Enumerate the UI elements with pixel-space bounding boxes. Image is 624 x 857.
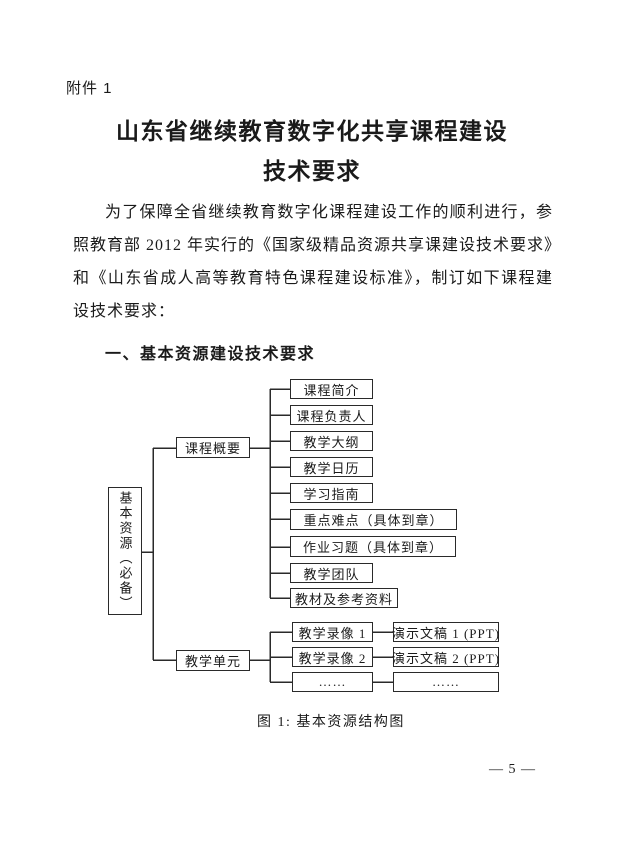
node-course-leader: 课程负责人 <box>290 405 373 425</box>
node-textbook-references: 教材及参考资料 <box>290 588 398 608</box>
node-presentation-more: …… <box>393 672 499 692</box>
document-title-line2: 技术要求 <box>263 159 361 184</box>
document-title-line1: 山东省继续教育数字化共享课程建设 <box>116 119 508 144</box>
node-presentation-2: 演示文稿 2 (PPT) <box>392 647 499 667</box>
node-teaching-unit: 教学单元 <box>176 650 250 671</box>
node-teaching-video-more: …… <box>292 672 373 692</box>
node-basic-resources-root: 基本资源（必备） <box>108 487 142 615</box>
node-study-guide: 学习指南 <box>290 483 373 503</box>
node-course-overview: 课程概要 <box>176 437 250 458</box>
page-number: — 5 — <box>489 762 536 777</box>
diagram-connector-lines <box>142 388 393 683</box>
document-title: 山东省继续教育数字化共享课程建设 技术要求 <box>0 112 624 192</box>
node-teaching-team: 教学团队 <box>290 563 373 583</box>
node-teaching-video-1: 教学录像 1 <box>292 622 373 642</box>
node-homework-exercises: 作业习题（具体到章） <box>290 536 456 557</box>
node-course-intro: 课程简介 <box>290 379 373 399</box>
node-teaching-video-2: 教学录像 2 <box>292 647 373 667</box>
attachment-label: 附件 1 <box>66 80 113 97</box>
node-key-difficulties: 重点难点（具体到章） <box>290 509 457 530</box>
node-teaching-calendar: 教学日历 <box>290 457 373 477</box>
node-teaching-syllabus: 教学大纲 <box>290 431 373 451</box>
figure-caption: 图 1: 基本资源结构图 <box>257 715 405 730</box>
section-heading: 一、基本资源建设技术要求 <box>105 346 316 363</box>
intro-paragraph: 为了保障全省继续教育数字化课程建设工作的顺利进行，参照教育部 2012 年实行的… <box>73 204 554 320</box>
node-presentation-1: 演示文稿 1 (PPT) <box>392 622 499 642</box>
resource-structure-diagram: 基本资源（必备） 课程概要 教学单元 课程简介 课程负责人 教学大纲 教学日历 … <box>0 370 624 712</box>
